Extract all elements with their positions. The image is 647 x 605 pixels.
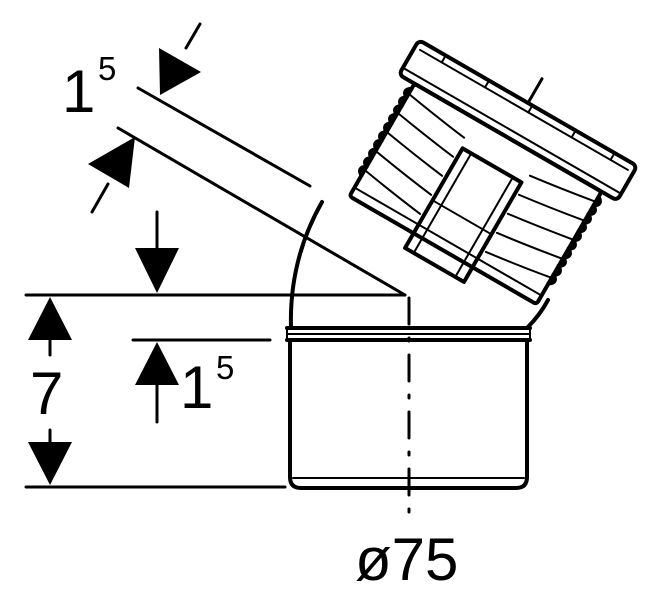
height-dimension: [24, 210, 407, 489]
head-cap-band: [401, 66, 623, 195]
angled-arrow-1: [159, 48, 201, 95]
height-arrow-down: [28, 442, 72, 485]
thread-right-3: [506, 212, 573, 241]
thread-right-2: [517, 193, 584, 222]
thread-right-1: [528, 174, 595, 203]
thread-left-3: [387, 132, 444, 177]
head-center-block: [403, 146, 524, 284]
cap-notch-4: [570, 129, 577, 139]
socket-depth-label: 1: [180, 354, 213, 421]
angled-arrow-2: [88, 137, 135, 188]
bend-outer-curve: [288, 200, 324, 330]
angled-extension-line-2: [116, 126, 407, 297]
angled-threaded-head: [348, 39, 638, 306]
angled-dimension: [88, 22, 407, 297]
height-arrow-up: [28, 297, 72, 340]
thread-bumps-right: [546, 194, 602, 286]
head-cap: [398, 39, 638, 201]
head-centerline: [526, 77, 544, 105]
center-block-mid: [431, 199, 493, 236]
angled-extension-line-1: [136, 86, 312, 188]
cap-notch-3: [527, 104, 534, 114]
bend-outline: [288, 200, 550, 330]
head-bottom-band: [353, 186, 543, 297]
cap-notch-2: [484, 79, 491, 89]
thread-left-5: [365, 170, 422, 215]
socket-arrow-up: [135, 342, 179, 385]
center-block-inner-left: [412, 152, 473, 254]
thread-left-4: [376, 151, 433, 196]
diameter-label: ø75: [355, 526, 458, 593]
cap-notch-1: [440, 54, 447, 64]
center-block-inner-right: [454, 176, 514, 278]
thread-left-1: [409, 94, 466, 139]
cap-notch-5: [609, 152, 616, 161]
head-cap-inner: [419, 48, 629, 171]
angled-dim-leader-bottom: [90, 182, 110, 214]
thread-bumps-left: [358, 86, 414, 178]
thread-left-2: [398, 113, 455, 158]
angled-offset-label: 1: [62, 58, 95, 125]
angled-offset-superscript: 5: [98, 50, 116, 87]
bend-inner-curve: [525, 298, 550, 330]
upper-arrow-down: [135, 248, 179, 293]
lower-socket: [285, 326, 532, 490]
angled-dim-leader-top: [184, 22, 202, 50]
thread-right-4: [495, 231, 562, 260]
socket-depth-superscript: 5: [216, 349, 234, 386]
height-label: 7: [30, 360, 63, 427]
thread-right-5: [484, 250, 551, 279]
